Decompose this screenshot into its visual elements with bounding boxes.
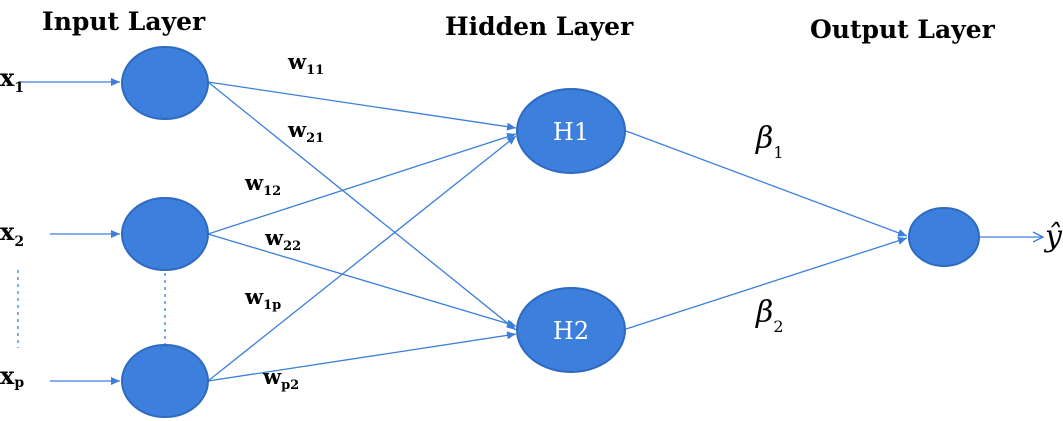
edge-in2-h2 [207,233,517,328]
input-node-1 [121,46,209,120]
weight-label-w22: w22 [264,225,301,254]
hidden-node-h1-label: H1 [553,118,589,146]
input-node-2 [121,197,209,271]
edge-inp-h1 [207,135,517,382]
output-node [908,207,980,267]
input-node-p [121,344,209,418]
input-label-x1: x1 [0,63,24,96]
input-label-xp: xp [0,361,24,391]
hidden-node-h1 [516,88,626,174]
input-label-x2: x2 [0,217,24,250]
hidden-node-h2-label: H2 [553,317,589,345]
edge-h1-out [625,130,908,237]
weight-label-w21: w21 [287,117,324,146]
weight-label-w1p: w1p [244,284,281,313]
edge-inp-h2 [207,331,517,382]
hidden-node-h2 [516,287,626,373]
weight-label-w12: w12 [244,170,281,199]
edge-in1-h2 [207,81,517,331]
weight-label-w11: w11 [287,49,324,78]
edge-in1-h1 [207,81,517,131]
output-layer-header: Output Layer [810,15,996,44]
beta-label-2: β2 [755,295,784,336]
hidden-layer-header: Hidden Layer [445,12,634,41]
edge-in2-h1 [207,132,517,235]
weight-label-wp2: wp2 [262,364,299,393]
edge-h2-out [625,236,908,330]
beta-label-1: β1 [755,121,784,162]
output-label-yhat: ŷ [1043,219,1063,254]
input-layer-header: Input Layer [42,7,206,36]
